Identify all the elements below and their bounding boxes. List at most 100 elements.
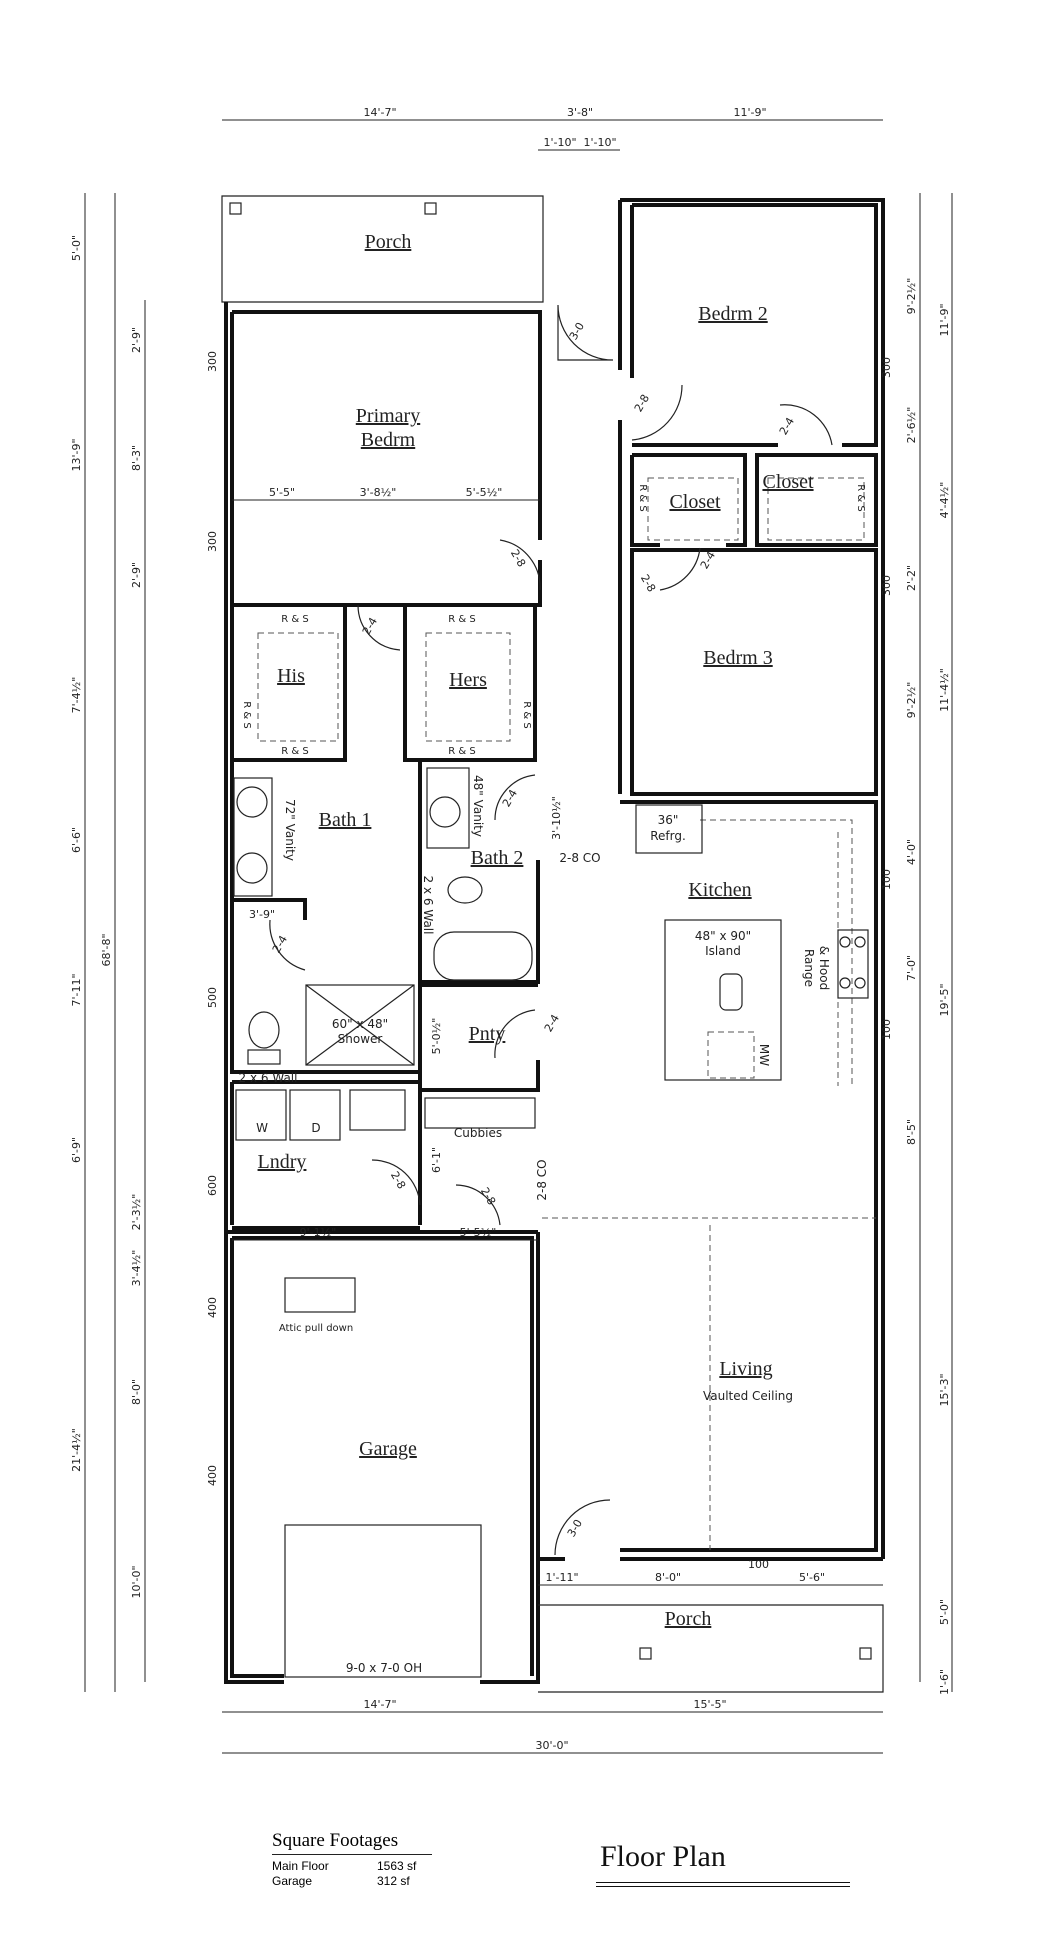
- dim-right-inner-2: 9'-2½": [905, 682, 918, 719]
- note-dryer: D: [311, 1121, 320, 1135]
- room-lndry: Lndry: [258, 1151, 307, 1173]
- dim-pantry-2: 6'-1": [430, 1147, 443, 1173]
- door-primary: 2-8: [508, 547, 528, 569]
- bathtub: [433, 931, 533, 981]
- dim-right-outer-9: 5'-0": [938, 1599, 951, 1625]
- dim-bath1-wc: 3'-9": [249, 908, 275, 921]
- door-closet-right: 2-4: [777, 415, 797, 437]
- dim-right-inner-0: 9'-2½": [905, 278, 918, 315]
- dim-left-inner-5: 8'-0": [130, 1379, 143, 1405]
- dim-right-outer-6: 19'-5": [938, 983, 951, 1016]
- note-rs-closet-left: R & S: [637, 484, 648, 511]
- shower: [305, 984, 415, 1066]
- dim-left-inner-6: 10'-0": [130, 1565, 143, 1598]
- note-rs-hers-side: R & S: [521, 701, 532, 728]
- door-garage-entry: 2-8: [478, 1185, 498, 1207]
- note-range: Range: [802, 949, 816, 987]
- dim-left-outer-5: 6'-9": [70, 1137, 83, 1163]
- note-co-kitchen: 2-8 CO: [559, 851, 600, 865]
- dim-top-1: 3'-8": [567, 106, 593, 119]
- bath-fixtures: [233, 767, 533, 1066]
- dim-right-outer-4: 4'-0": [905, 839, 918, 865]
- dim-overall-height: 68'-8": [100, 933, 113, 966]
- sqft-value: 1563 sf: [377, 1859, 417, 1873]
- floor-plan-title: Floor Plan: [600, 1840, 726, 1873]
- window-primary-upper: 300: [206, 351, 219, 372]
- dim-pantry-0: 3'-10½": [550, 796, 563, 840]
- dim-bottom-1: 15'-5": [693, 1698, 726, 1711]
- dim-top-sub-0: 1'-10": [543, 136, 576, 149]
- note-rs-hers-bottom: R & S: [448, 746, 475, 757]
- dim-right-outer-3: 11'-4½": [938, 668, 951, 712]
- note-rs-hers-top: R & S: [448, 614, 475, 625]
- dim-left-outer-0: 5'-0": [70, 235, 83, 261]
- sqft-label: Garage: [272, 1874, 313, 1888]
- window-kitchen-lower: 100: [880, 1019, 893, 1040]
- dimension-lines: [84, 119, 953, 1754]
- note-microwave: MW: [757, 1044, 771, 1066]
- window-bedrm3: 300: [880, 575, 893, 596]
- dim-rear-porch-0: 1'-11": [545, 1571, 578, 1584]
- note-rs-his-top: R & S: [281, 614, 308, 625]
- walls: [221, 195, 885, 1693]
- room-his: His: [277, 665, 305, 687]
- sqft-row: Garage 312 sf: [272, 1874, 432, 1889]
- window-bath1: 500: [206, 987, 219, 1008]
- door-pantry: 2-4: [542, 1012, 562, 1034]
- note-2x6-wall-bath1: 2 x 6 Wall: [239, 1071, 298, 1085]
- dim-right-outer-10: 1'-6": [938, 1669, 951, 1695]
- room-primary-line1: Primary: [356, 405, 420, 427]
- refrigerator: [635, 804, 703, 854]
- room-bath1: Bath 1: [319, 809, 372, 831]
- dim-left-inner-3: 2'-3½": [130, 1194, 143, 1231]
- dim-right-outer-0: 11'-9": [938, 303, 951, 336]
- kitchen-counters: [635, 804, 869, 1086]
- dim-left-outer-3: 6'-6": [70, 827, 83, 853]
- sqft-label: Main Floor: [272, 1859, 329, 1873]
- room-porch-rear: Porch: [665, 1608, 712, 1630]
- dim-top-sub-1: 1'-10": [583, 136, 616, 149]
- sqft-row: Main Floor 1563 sf: [272, 1859, 432, 1874]
- room-kitchen: Kitchen: [688, 879, 751, 901]
- room-closet-right: Closet: [762, 471, 814, 493]
- note-rs-his-side: R & S: [241, 701, 252, 728]
- range: [837, 929, 869, 999]
- dim-pantry-1: 5'-0½": [430, 1018, 443, 1055]
- door-bedrm2: 2-8: [632, 392, 652, 414]
- note-cubbies: Cubbies: [454, 1126, 502, 1140]
- dim-rear-porch-1: 8'-0": [655, 1571, 681, 1584]
- note-island-label: Island: [705, 944, 741, 958]
- room-bedrm2: Bedrm 2: [698, 303, 767, 325]
- square-footages-table: Square Footages Main Floor 1563 sf Garag…: [272, 1830, 432, 1889]
- dim-right-inner-1: 2'-6½": [905, 407, 918, 444]
- door-bath2: 2-4: [500, 787, 520, 809]
- door-closet-left: 2-4: [698, 549, 718, 571]
- door-his: 2-4: [360, 615, 380, 637]
- dim-left-outer-2: 7'-4½": [70, 677, 83, 714]
- kitchen-island: [664, 919, 782, 1081]
- room-bedrm3: Bedrm 3: [703, 647, 772, 669]
- dim-right-outer-1: 4'-4½": [938, 482, 951, 519]
- window-bedrm2: 300: [880, 357, 893, 378]
- note-attic-pull-down: Attic pull down: [279, 1323, 353, 1334]
- title-underline: [596, 1882, 850, 1887]
- note-2x6-wall-bath2: 2 x 6 Wall: [421, 876, 435, 935]
- laundry-fixtures: [235, 1089, 536, 1678]
- dim-left-outer-4: 7'-11": [70, 973, 83, 1006]
- dim-primary-0: 5'-5": [269, 486, 295, 499]
- note-shower-label: Shower: [338, 1032, 383, 1046]
- window-garage-lower: 400: [206, 1465, 219, 1486]
- window-kitchen-upper: 100: [880, 869, 893, 890]
- door-bedrm3: 2-8: [638, 572, 658, 594]
- dim-left-inner-1: 8'-3": [130, 445, 143, 471]
- room-living: Living: [719, 1358, 772, 1380]
- dim-left-outer-1: 13'-9": [70, 438, 83, 471]
- dim-lndry-0: 9'-1½": [300, 1226, 337, 1239]
- sqft-value: 312 sf: [377, 1874, 410, 1888]
- attic-hatch: [284, 1277, 356, 1313]
- room-bath2: Bath 2: [471, 847, 524, 869]
- dim-right-outer-5: 7'-0": [905, 955, 918, 981]
- window-primary-lower: 300: [206, 531, 219, 552]
- note-hood: & Hood: [817, 946, 831, 991]
- note-vaulted-ceiling: Vaulted Ceiling: [703, 1389, 793, 1403]
